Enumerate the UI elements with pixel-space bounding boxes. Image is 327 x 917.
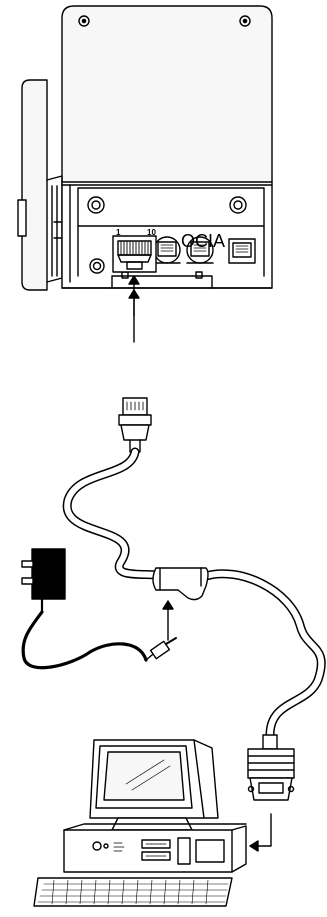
- pin-10-label: 10: [147, 228, 156, 237]
- instrument-housing: [17, 5, 273, 291]
- arrow-to-pc: [249, 813, 272, 852]
- ocia-jack: [112, 235, 157, 273]
- data-cable: [62, 447, 326, 740]
- cable-splitter: [152, 567, 209, 601]
- modular-plug: [118, 397, 152, 453]
- arrow-up-to-jack: [128, 275, 140, 343]
- db25-connector: [247, 734, 295, 801]
- personal-computer: [33, 739, 247, 907]
- power-adapter: [21, 548, 177, 670]
- ocia-label: OCIA: [181, 231, 226, 251]
- pin-1-label: 1: [116, 228, 121, 237]
- arrow-up-to-splitter: [162, 600, 174, 641]
